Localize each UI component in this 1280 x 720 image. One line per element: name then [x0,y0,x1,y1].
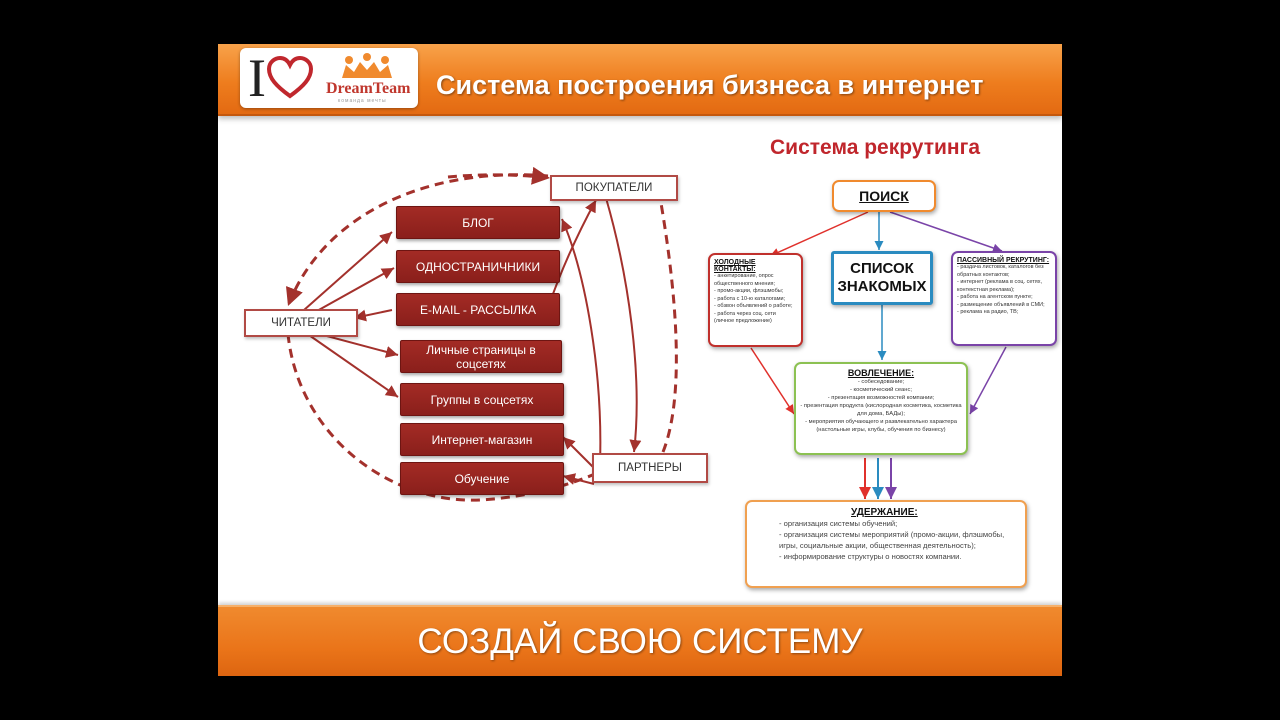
cold-item: - работа с 10-ю каталогами; [714,295,786,302]
recruiting-title: Система рекрутинга [770,136,981,159]
passive-recruiting-box: ПАССИВНЫЙ РЕКРУТИНГ: - раздача листовок,… [951,251,1057,346]
crown-people-icon [342,53,392,78]
passive-item: - размещение объявлений в СМИ; [957,301,1045,308]
retention-box: УДЕРЖАНИЕ: - организация системы обучени… [745,500,1027,588]
channel-personal-pages: Личные страницы в соцсетях [400,340,562,373]
search-box: ПОИСК [832,180,936,212]
channel-training: Обучение [400,462,564,495]
node-partners: ПАРТНЕРЫ [592,453,708,483]
involvement-item: - презентация продукта (кислородная косм… [800,403,962,417]
dashed-cycle [286,166,678,502]
retention-heading: УДЕРЖАНИЕ: [851,507,918,518]
heart-icon [266,56,314,99]
connector-lines [286,166,1007,502]
cold-heading: ХОЛОДНЫЕ КОНТАКТЫ: [714,259,756,273]
passive-heading: ПАССИВНЫЙ РЕКРУТИНГ: [957,257,1050,264]
cold-item: - анкетирование, опрос общественного мне… [714,273,776,287]
involvement-item: - мероприятия обучающего и развлекательн… [805,419,957,433]
node-readers: ЧИТАТЕЛИ [244,309,358,337]
involvement-item: - собеседование; [857,379,905,385]
cold-item: - промо-акции, флэшмобы; [714,288,784,294]
footer-slogan: СОЗДАЙ СВОЮ СИСТЕМУ [417,622,863,661]
slide: I DreamTeam команда мечты Система постро… [218,44,1062,676]
logo-letter: I [248,48,266,108]
channel-shop: Интернет-магазин [400,423,564,456]
retention-item: - информирование структуры о новостях ко… [779,552,962,561]
cold-contacts-box: ХОЛОДНЫЕ КОНТАКТЫ: - анкетирование, опро… [708,253,803,347]
retention-item: - организация системы обучений; [779,519,898,528]
retention-item: - организация системы мероприятий (промо… [779,530,1005,550]
page-title: Система построения бизнеса в интернет [436,70,984,100]
involvement-item: - презентация возможностей компании; [827,395,935,401]
involvement-item: - косметический сеанс; [850,387,912,393]
dreamteam-logo: I DreamTeam команда мечты [240,48,418,108]
passive-item: - реклама на радио, ТВ; [957,309,1019,315]
logo-text: DreamTeam [326,80,411,97]
node-buyers: ПОКУПАТЕЛИ [550,175,678,201]
involvement-box: ВОВЛЕЧЕНИЕ: - собеседование; - косметиче… [794,362,968,455]
passive-item: - работа на агентском пункте; [957,294,1033,300]
header-bar: I DreamTeam команда мечты Система постро… [218,44,1062,116]
channel-groups: Группы в соцсетях [400,383,564,416]
passive-item: - интернет (реклама в соц. сетях, контек… [957,279,1042,293]
passive-item: - раздача листовок, каталогов без обратн… [957,264,1044,278]
footer-bar: СОЗДАЙ СВОЮ СИСТЕМУ [218,605,1062,676]
channel-email: E-MAIL - РАССЫЛКА [396,293,560,326]
recruit-arrows [750,211,1007,499]
involvement-heading: ВОВЛЕЧЕНИЕ: [847,368,915,378]
channel-blog: БЛОГ [396,206,560,239]
channel-landing-pages: ОДНОСТРАНИЧНИКИ [396,250,560,283]
cold-item: - обзвон объявлений о работе; [714,303,793,309]
contacts-list-box: СПИСОК ЗНАКОМЫХ [831,251,933,305]
logo-subtext: команда мечты [338,98,387,104]
cold-item: - работа через соц. сети (личное предлож… [714,310,776,325]
